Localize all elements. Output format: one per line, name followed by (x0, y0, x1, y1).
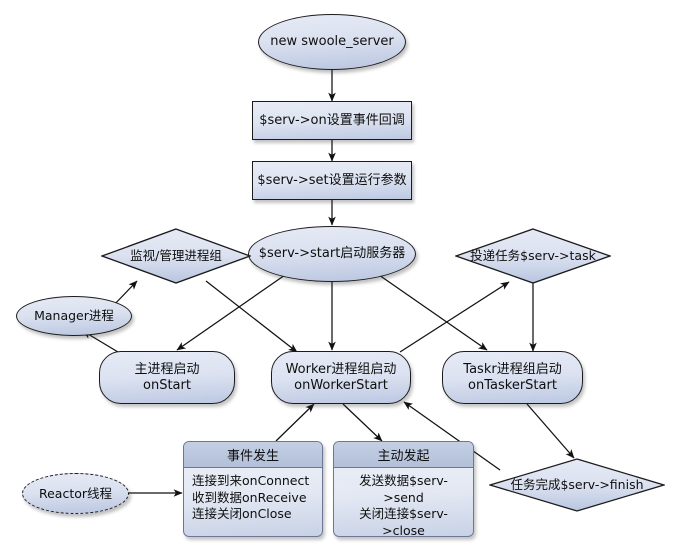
edge-tasker-to-finish (526, 403, 575, 459)
node-set-params[interactable]: $serv->set设置运行参数 (252, 161, 412, 200)
panel-event-occurs-title: 事件发生 (184, 442, 322, 468)
node-deliver-task-label: 投递任务$serv->task (470, 248, 596, 264)
node-task-finish-label: 任务完成$serv->finish (510, 477, 644, 493)
node-tasker-start[interactable]: Taskr进程组启动 onTaskerStart (442, 351, 583, 404)
node-worker-start-label: Worker进程组启动 onWorkerStart (285, 361, 397, 393)
edge-event-to-worker (275, 403, 315, 442)
edge-start-to-tasker (378, 274, 488, 351)
node-task-finish[interactable]: 任务完成$serv->finish (489, 458, 665, 512)
deliver-task-diamond-shape (455, 228, 611, 284)
monitor-group-diamond-shape (101, 228, 251, 284)
node-reactor-thread[interactable]: Reactor线程 (22, 473, 129, 514)
panel-event-occurs-body: 连接到来onConnect 收到数据onReceive 连接关闭onClose (192, 473, 310, 521)
node-start-server[interactable]: $serv->start启动服务器 (248, 226, 416, 282)
node-reactor-thread-label: Reactor线程 (38, 485, 113, 501)
panel-active-initiate-title: 主动发起 (334, 442, 473, 468)
edge-monitor-to-worker (205, 280, 298, 353)
node-master-start-label: 主进程启动 onStart (134, 361, 200, 393)
panel-active-initiate[interactable]: 主动发起 发送数据$serv->send 关闭连接$serv->close (333, 441, 474, 537)
edge-worker-to-deliver-task (399, 281, 510, 353)
node-monitor-group[interactable]: 监视/管理进程组 (101, 228, 251, 284)
edge-start-to-master (176, 274, 286, 351)
task-finish-diamond-shape (489, 458, 665, 512)
node-worker-start[interactable]: Worker进程组启动 onWorkerStart (271, 351, 411, 404)
node-on-callback-label: $serv->on设置事件回调 (259, 112, 405, 128)
node-manager-process[interactable]: Manager进程 (16, 296, 132, 336)
panel-event-occurs[interactable]: 事件发生 连接到来onConnect 收到数据onReceive 连接关闭onC… (183, 441, 323, 537)
panel-active-initiate-body: 发送数据$serv->send 关闭连接$serv->close (359, 473, 448, 537)
node-new-swoole-server-label: new swoole_server (270, 34, 394, 50)
node-new-swoole-server[interactable]: new swoole_server (258, 14, 406, 70)
node-on-callback[interactable]: $serv->on设置事件回调 (252, 101, 412, 140)
node-start-server-label: $serv->start启动服务器 (258, 246, 406, 262)
node-set-params-label: $serv->set设置运行参数 (257, 172, 407, 188)
node-manager-process-label: Manager进程 (34, 308, 114, 324)
node-monitor-group-label: 监视/管理进程组 (130, 248, 222, 264)
edge-worker-to-active (342, 403, 383, 442)
node-master-start[interactable]: 主进程启动 onStart (99, 351, 235, 404)
node-deliver-task[interactable]: 投递任务$serv->task (455, 228, 611, 284)
node-tasker-start-label: Taskr进程组启动 onTaskerStart (463, 361, 562, 393)
